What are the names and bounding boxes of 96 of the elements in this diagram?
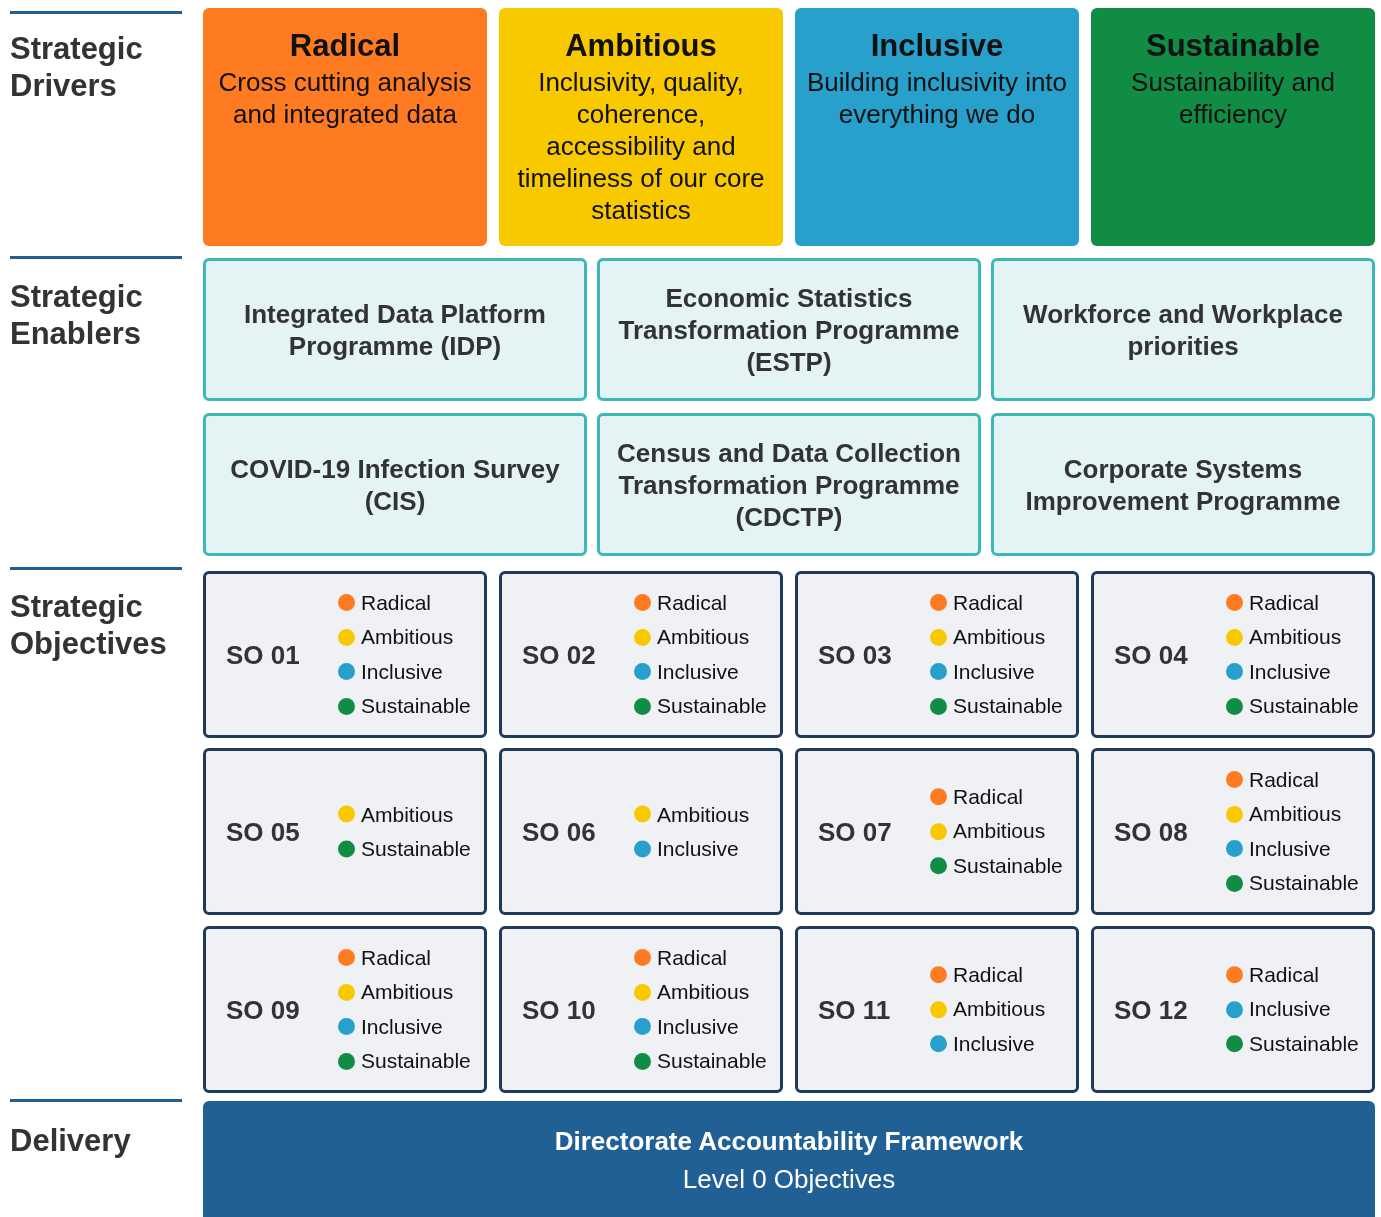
box-text: Economic Statistics Transformation Programme (ESTP) <box>617 281 961 378</box>
objective-box <box>203 926 487 1093</box>
objective-box <box>1091 926 1375 1093</box>
driver-tag: Ambitious <box>657 980 750 1005</box>
driver-tag: Sustainable <box>361 1049 471 1074</box>
driver-tag: Sustainable <box>657 1049 767 1074</box>
objective-box <box>795 571 1079 738</box>
driver-tag: Radical <box>361 945 432 970</box>
objective-box <box>1091 571 1375 738</box>
objective-box <box>203 748 487 915</box>
objective-id: SO 01 <box>226 639 300 670</box>
delivery-banner <box>203 1101 1375 1217</box>
driver-tag: Sustainable <box>1249 694 1359 719</box>
driver-tag: Ambitious <box>657 802 750 827</box>
driver-tag: Ambitious <box>1249 802 1342 827</box>
driver-tag: Radical <box>657 945 728 970</box>
objective-box <box>203 571 487 738</box>
box-text: Corporate Systems Improvement Programme <box>1024 452 1342 517</box>
driver-tag: Ambitious <box>953 997 1046 1022</box>
objective-id: SO 09 <box>226 994 300 1025</box>
box-text: Workforce and Workplace priorities <box>1022 297 1344 362</box>
driver-tag: Ambitious <box>1249 625 1342 650</box>
objective-id: SO 05 <box>226 816 300 847</box>
driver-tag: Inclusive <box>1249 836 1331 861</box>
card-text: Building inclusivity into everything we do <box>805 66 1069 130</box>
driver-tag: Inclusive <box>657 1014 739 1039</box>
section-label: Strategic Drivers <box>10 30 144 104</box>
driver-tag: Ambitious <box>657 625 750 650</box>
driver-card <box>1091 8 1375 246</box>
objective-box <box>1091 748 1375 915</box>
objective-id: SO 03 <box>818 639 892 670</box>
driver-tag: Radical <box>1249 590 1320 615</box>
driver-tag: Sustainable <box>1249 871 1359 896</box>
driver-tag: Inclusive <box>953 1032 1035 1056</box>
objective-box <box>499 571 783 738</box>
card-heading: Sustainable <box>1145 27 1321 65</box>
driver-tag: Inclusive <box>1249 997 1331 1022</box>
card-text: Sustainability and efficiency <box>1130 66 1336 130</box>
box-text: Integrated Data Platform Programme (IDP) <box>243 297 547 362</box>
objective-id: SO 06 <box>522 816 596 847</box>
driver-card <box>203 8 487 246</box>
banner-heading: Directorate Accountability Framework <box>553 1125 1025 1157</box>
enabler-box <box>597 258 981 401</box>
driver-tag: Inclusive <box>953 659 1035 684</box>
enabler-box <box>203 413 587 556</box>
driver-tag: Sustainable <box>361 694 471 719</box>
card-heading: Ambitious <box>564 27 718 65</box>
card-text: Inclusivity, quality, coherence, accessibility and timeliness of our core statistics <box>516 66 766 226</box>
card-heading: Inclusive <box>869 27 1005 65</box>
driver-tag: Ambitious <box>361 980 454 1005</box>
objective-id: SO 07 <box>818 816 892 847</box>
driver-card <box>795 8 1079 246</box>
driver-tag: Radical <box>1249 963 1320 987</box>
driver-card <box>499 8 783 246</box>
objective-id: SO 08 <box>1114 816 1188 847</box>
driver-tag: Inclusive <box>361 659 443 684</box>
driver-tag: Ambitious <box>953 819 1046 844</box>
driver-tag: Inclusive <box>657 659 739 684</box>
box-text: Census and Data Collection Transformation Programme (CDCTP) <box>616 436 962 533</box>
section-label: Strategic Objectives <box>10 588 168 662</box>
objective-box <box>499 748 783 915</box>
driver-tag: Radical <box>953 963 1024 987</box>
driver-tag: Radical <box>361 590 432 615</box>
card-text: Cross cutting analysis and integrated data <box>217 66 473 130</box>
driver-tag: Sustainable <box>953 694 1063 719</box>
driver-tag: Inclusive <box>361 1014 443 1039</box>
enabler-box <box>991 258 1375 401</box>
section-label: Strategic Enablers <box>10 278 144 352</box>
card-heading: Radical <box>288 27 402 65</box>
box-text: COVID-19 Infection Survey (CIS) <box>229 452 561 517</box>
objective-id: SO 04 <box>1114 639 1188 670</box>
driver-tag: Radical <box>1249 767 1320 792</box>
banner-text: Level 0 Objectives <box>681 1163 897 1196</box>
objective-id: SO 02 <box>522 639 596 670</box>
driver-tag: Inclusive <box>657 836 739 861</box>
driver-tag: Sustainable <box>361 836 471 861</box>
objective-box <box>795 748 1079 915</box>
driver-tag: Ambitious <box>361 802 454 827</box>
objective-id: SO 12 <box>1114 994 1188 1025</box>
driver-tag: Ambitious <box>953 625 1046 650</box>
driver-tag: Inclusive <box>1249 659 1331 684</box>
section-label: Delivery <box>10 1122 132 1159</box>
driver-tag: Sustainable <box>1249 1032 1359 1056</box>
objective-id: SO 10 <box>522 994 596 1025</box>
driver-tag: Sustainable <box>953 854 1063 878</box>
enabler-box <box>991 413 1375 556</box>
enabler-box <box>203 258 587 401</box>
objective-box <box>795 926 1079 1093</box>
driver-tag: Sustainable <box>657 694 767 719</box>
driver-tag: Radical <box>953 590 1024 615</box>
driver-tag: Ambitious <box>361 625 454 650</box>
enabler-box <box>597 413 981 556</box>
driver-tag: Radical <box>657 590 728 615</box>
driver-tag: Radical <box>953 785 1024 809</box>
objective-id: SO 11 <box>818 994 891 1025</box>
objective-box <box>499 926 783 1093</box>
